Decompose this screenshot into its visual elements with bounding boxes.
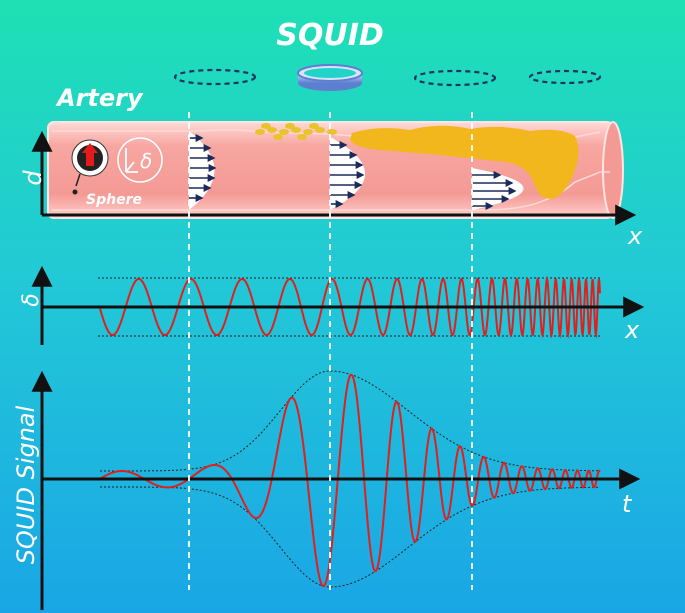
flow-profile-1 (189, 131, 217, 210)
plaque-deposit (255, 123, 579, 199)
flow-profile-3 (472, 168, 524, 210)
signal-wave (99, 373, 601, 588)
dashed-ring-3 (528, 69, 602, 85)
d-axis-label: d (19, 170, 47, 186)
squid-title: SQUID (276, 18, 384, 53)
flow-profile-2 (330, 137, 365, 210)
delta-angle-label: δ (140, 149, 152, 173)
squid-ring-icon (297, 64, 363, 91)
delta-axis-label: δ (19, 293, 44, 306)
delta-wave (99, 275, 601, 339)
signal-axis-label: SQUID Signal (12, 405, 40, 564)
signal-envelope-bottom (100, 486, 600, 588)
delta-angle-icon: δ (117, 137, 163, 183)
t-axis-label: t (622, 490, 633, 518)
dashed-ring-1 (173, 68, 257, 86)
signal-envelope-top (100, 370, 600, 472)
artery-label: Artery (55, 84, 144, 112)
guide-lines (188, 112, 473, 590)
x-axis-top-label: x (627, 222, 643, 250)
x-axis-mid-label: x (624, 316, 640, 344)
magnet-sphere-icon (71, 139, 109, 195)
dashed-ring-2 (413, 69, 497, 87)
sphere-label: Sphere (86, 192, 142, 208)
